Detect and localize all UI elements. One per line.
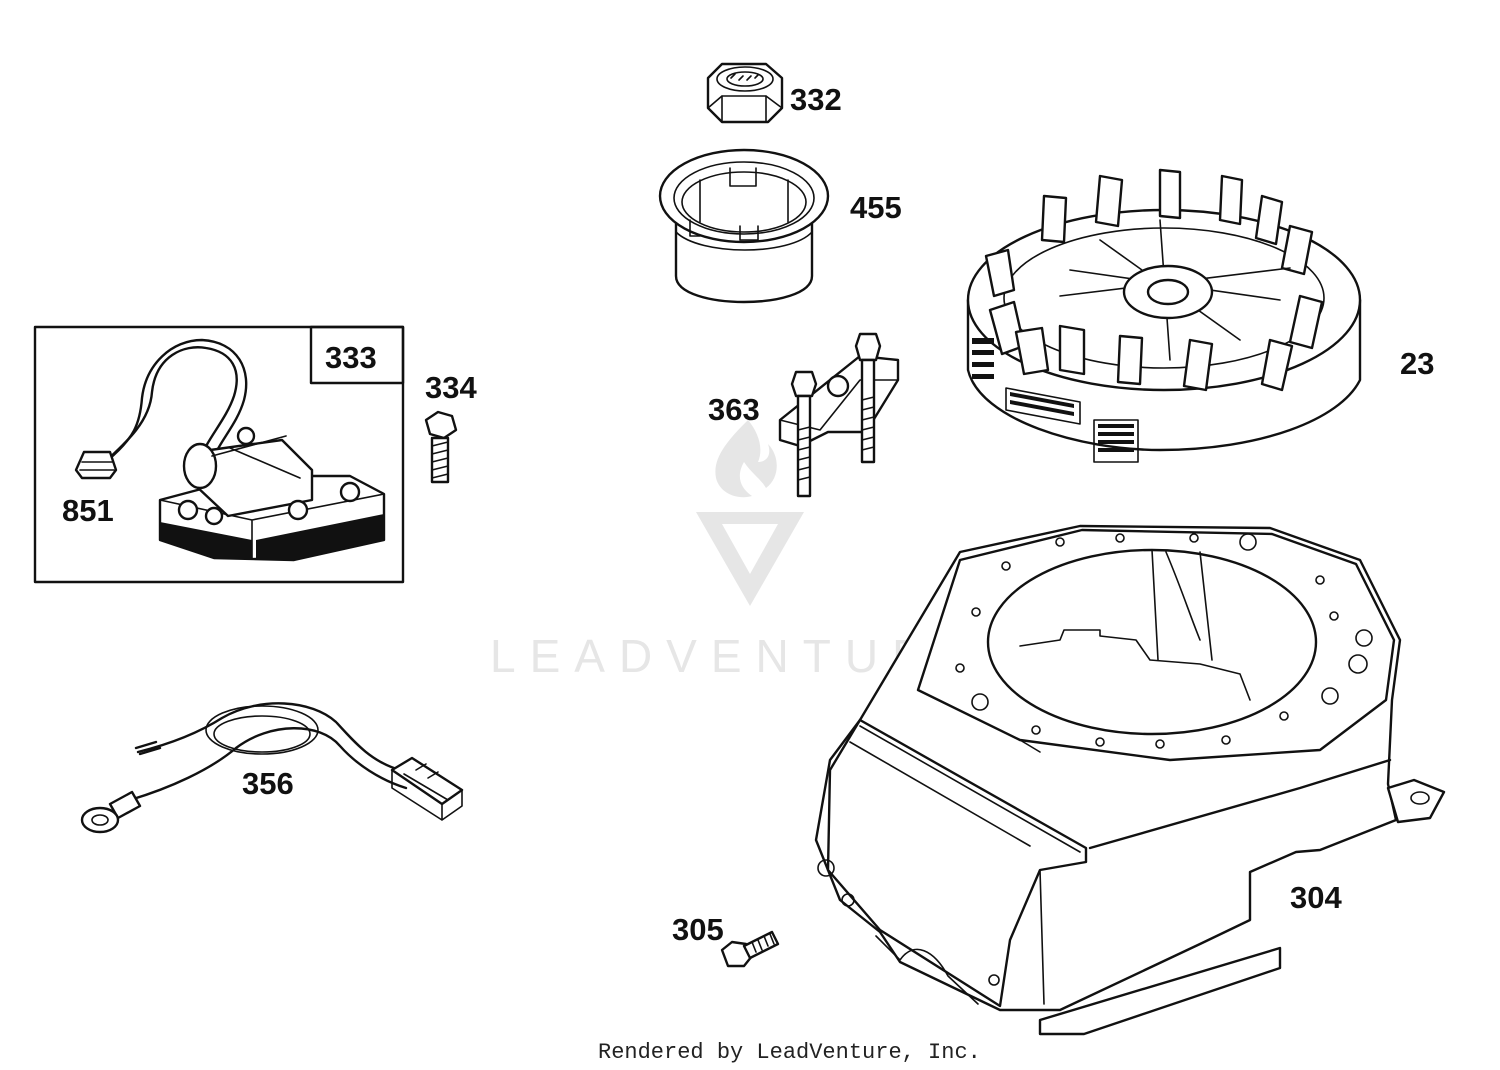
part-332-nut[interactable]: [706, 62, 784, 124]
watermark-logo: [696, 420, 804, 606]
label-304: 304: [1290, 880, 1342, 915]
label-23: 23: [1400, 346, 1434, 381]
part-333-box[interactable]: [33, 325, 405, 584]
render-credit: Rendered by LeadVenture, Inc.: [598, 1040, 981, 1065]
part-labels: 332 455 23 333 334 851 363 356 305 304: [62, 82, 1434, 947]
part-363-bracket[interactable]: [778, 332, 900, 498]
part-305-bolt[interactable]: [720, 930, 780, 968]
label-851: 851: [62, 493, 114, 528]
part-23-flywheel[interactable]: [966, 168, 1362, 463]
label-305: 305: [672, 912, 724, 947]
leadventure-watermark: LEADVENTURE: [490, 420, 970, 682]
label-455: 455: [850, 190, 902, 225]
label-356: 356: [242, 766, 294, 801]
part-304-housing[interactable]: [814, 524, 1446, 1036]
part-356-wire[interactable]: [80, 702, 464, 834]
label-333: 333: [325, 340, 377, 375]
label-363: 363: [708, 392, 760, 427]
label-332: 332: [790, 82, 842, 117]
part-455-cup[interactable]: [658, 148, 830, 304]
part-334-screw[interactable]: [424, 410, 458, 484]
label-334: 334: [425, 370, 477, 405]
